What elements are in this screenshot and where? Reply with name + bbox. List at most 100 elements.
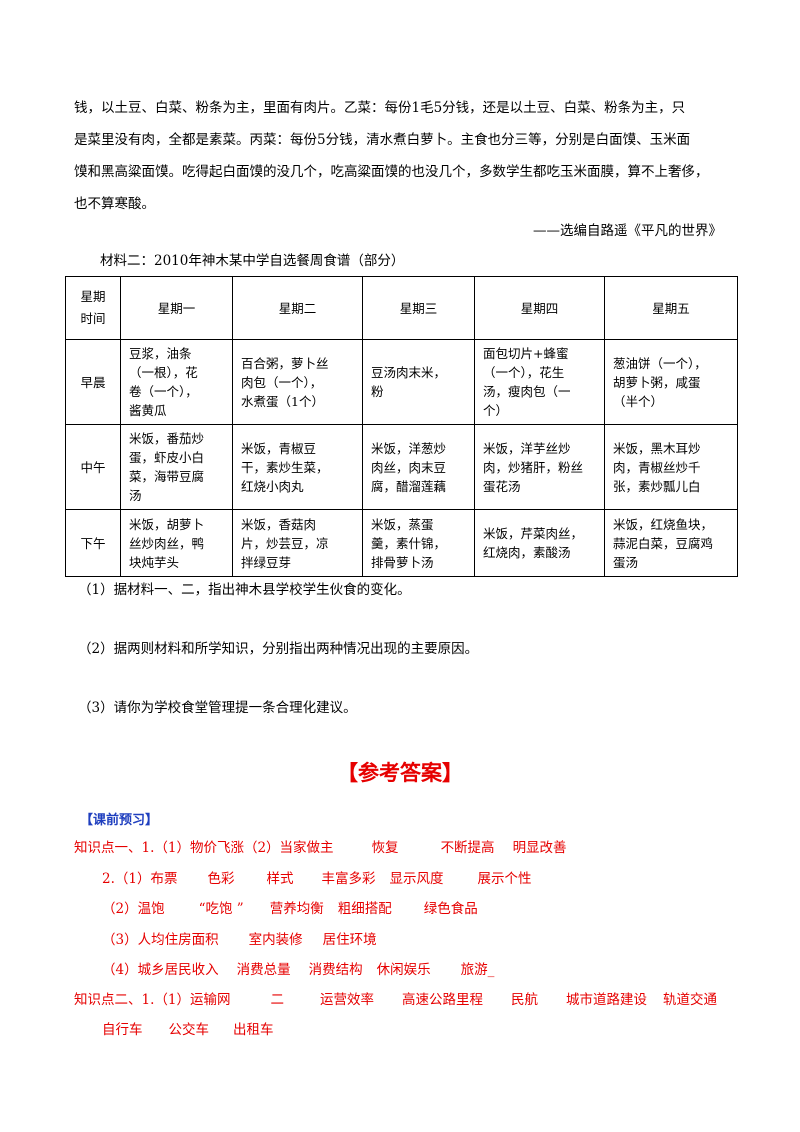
menu-line: 拌绿豆芽: [241, 554, 292, 570]
menu-line: 米饭，香菇肉: [241, 516, 317, 532]
answer-item: （3）人均住房面积: [102, 932, 219, 948]
menu-line: 粉: [371, 384, 384, 399]
menu-line: 菜，海带豆腐: [129, 469, 205, 484]
material-two-title: 材料二：2010年神木某中学自选餐周食谱（部分）: [100, 253, 405, 269]
table-row: 中午 米饭，番茄炒蛋，虾皮小白菜，海带豆腐汤 米饭，青椒豆干，素炒生菜，红烧小肉…: [65, 424, 738, 510]
answer-title: 【参考答案】: [337, 761, 463, 785]
answer-item: 自行车: [102, 1022, 143, 1038]
menu-line: 豆汤肉末米，: [371, 365, 447, 380]
menu-line: 面包切片+蜂蜜: [483, 346, 569, 361]
menu-line: 汤，瘦肉包（一: [483, 384, 571, 399]
menu-cell: 米饭，香菇肉片，炒芸豆，凉拌绿豆芽: [232, 509, 363, 577]
menu-line: 丝炒肉丝，鸭: [129, 535, 205, 551]
menu-line: 米饭，番茄炒: [129, 431, 205, 446]
menu-cell: 米饭，蒸蛋羹，素什锦， 排骨萝卜汤: [362, 509, 475, 577]
menu-cell: 豆浆，油条（一根），花卷（一个），酱黄瓜: [120, 339, 233, 425]
menu-cell: 米饭，洋葱炒肉丝，肉末豆腐，醋溜莲藕: [362, 424, 475, 510]
question-1: （1）据材料一、二，指出神木县学校学生伙食的变化。: [78, 582, 411, 598]
menu-cell: 百合粥，萝卜丝肉包（一个），水煮蛋（1个）: [232, 339, 363, 425]
menu-line: 蛋汤: [613, 554, 639, 570]
answer-item: （2）温饱: [102, 901, 165, 917]
answer-item: 显示风度: [389, 871, 444, 887]
menu-line: 排骨萝卜汤: [371, 554, 434, 570]
menu-line: 米饭，红烧鱼块，: [613, 516, 714, 532]
answer-item: 展示个性: [477, 871, 532, 887]
answer-item: 民航: [510, 992, 538, 1008]
answer-item: 知识点一、1.（1）物价飞涨（2）当家做主: [74, 840, 334, 856]
menu-line: 胡萝卜粥，咸蛋: [613, 374, 701, 390]
answer-item: （4）城乡居民收入: [102, 962, 219, 978]
answer-line: （3）人均住房面积室内装修居住环境: [102, 928, 377, 948]
day-header: 星期四: [474, 276, 605, 340]
menu-line: 百合粥，萝卜丝: [241, 355, 329, 371]
answer-item: 绿色食品: [423, 901, 478, 917]
source-citation: ——选编自路遥《平凡的世界》: [533, 223, 722, 239]
menu-line: 米饭，蒸蛋: [371, 516, 434, 532]
answer-item: 样式: [266, 871, 294, 887]
menu-line: （一个），花生: [483, 365, 565, 380]
answer-item: 色彩: [207, 871, 235, 887]
menu-line: 葱油饼（一个），: [613, 355, 707, 371]
menu-cell: 米饭，青椒豆干，素炒生菜，红烧小肉丸: [232, 424, 363, 510]
answer-item: 消费结构: [308, 962, 363, 978]
menu-line: 米饭，洋芋丝炒: [483, 440, 571, 456]
time-cell: 下午: [65, 509, 121, 577]
answer-item: 公交车: [168, 1022, 210, 1038]
answer-line: 自行车 公交车 出租车: [102, 1018, 274, 1038]
menu-cell: 米饭，芹菜肉丝，红烧肉，素酸汤: [474, 509, 605, 577]
menu-line: 张，素炒瓢儿白: [613, 478, 701, 494]
menu-line: 肉丝，肉末豆: [371, 459, 447, 475]
menu-line: 肉，青椒丝炒千: [613, 459, 701, 475]
answer-item: 恢复: [371, 840, 399, 856]
menu-line: 肉，炒猪肝，粉丝: [483, 459, 584, 475]
answer-item: 二: [270, 992, 284, 1008]
table-row: 早晨 豆浆，油条（一根），花卷（一个），酱黄瓜 百合粥，萝卜丝肉包（一个），水煮…: [65, 339, 738, 425]
menu-line: （半个）: [613, 393, 664, 409]
menu-line: 蛋，虾皮小白: [129, 450, 205, 465]
section-title: 【课前预习】: [80, 813, 159, 828]
question-2: （2）据两则材料和所学知识，分别指出两种情况出现的主要原因。: [78, 641, 479, 657]
menu-cell: 葱油饼（一个）， 胡萝卜粥，咸蛋 （半个）: [604, 339, 738, 425]
answer-line: 2.（1）布票色彩样式丰富多彩显示风度展示个性: [102, 867, 531, 887]
text-line: 钱，以土豆、白菜、粉条为主，里面有肉片。乙菜：每份1毛5分钱，还是以土豆、白菜、…: [74, 100, 686, 116]
corner-time-label: 时间: [80, 311, 106, 326]
menu-line: 块炖芋头: [129, 554, 180, 570]
time-cell: 早晨: [65, 339, 121, 425]
answer-item: 丰富多彩: [321, 871, 376, 887]
menu-line: 卷（一个），: [129, 384, 198, 399]
weekly-menu-table: 星期 时间 星期一 星期二 星期三 星期四 星期五 早晨 豆浆，油条（一根），花…: [65, 276, 738, 577]
menu-line: 米饭，黑木耳炒: [613, 440, 701, 456]
answer-item: 不断提高: [440, 840, 495, 856]
answer-item: 明显改善: [512, 840, 567, 856]
answer-item: 营养均衡: [269, 901, 324, 917]
text-line: 馍和黑高粱面馍。吃得起白面馍的没几个，吃高粱面馍的也没几个，多数学生都吃玉米面膜…: [74, 164, 709, 180]
menu-line: 羹，素什锦，: [371, 535, 447, 551]
answer-item: 休闲娱乐: [376, 962, 431, 978]
menu-cell: 米饭，番茄炒蛋，虾皮小白菜，海带豆腐汤: [120, 424, 233, 510]
day-header: 星期三: [362, 276, 475, 340]
answer-line: （2）温饱“吃饱 ”营养均衡粗细搭配绿色食品: [102, 897, 478, 917]
answer-line: 知识点一、1.（1）物价飞涨（2）当家做主 恢复 不断提高 明显改善: [74, 836, 567, 856]
menu-cell: 米饭，洋芋丝炒肉，炒猪肝，粉丝蛋花汤: [474, 424, 605, 510]
time-cell: 中午: [65, 424, 121, 510]
day-header: 星期五: [604, 276, 738, 340]
menu-cell: 米饭，红烧鱼块， 蒜泥白菜，豆腐鸡蛋汤: [604, 509, 738, 577]
text-line: 也不算寒酸。: [74, 196, 155, 212]
day-header: 星期一: [120, 276, 233, 340]
table-header-row: 星期 时间 星期一 星期二 星期三 星期四 星期五: [65, 276, 738, 340]
answer-item: 出租车: [233, 1022, 274, 1038]
answer-line: 知识点二、1.（1）运输网二运营效率高速公路里程民航城市道路建设轨道交通: [74, 988, 717, 1008]
answer-item: “吃饱 ”: [198, 901, 244, 917]
menu-line: 豆浆，油条: [129, 346, 192, 361]
answer-line: （4）城乡居民收入消费总量消费结构休闲娱乐旅游_: [102, 958, 494, 978]
material-one-text: 钱，以土豆、白菜、粉条为主，里面有肉片。乙菜：每份1毛5分钱，还是以土豆、白菜、…: [74, 92, 734, 220]
answer-item: 运营效率: [319, 992, 374, 1008]
corner-header: 星期 时间: [65, 276, 121, 340]
menu-line: 蒜泥白菜，豆腐鸡: [613, 535, 714, 551]
answer-item: 室内装修: [248, 932, 303, 948]
menu-line: 水煮蛋（1个）: [241, 393, 324, 409]
menu-line: 红烧肉，素酸汤: [483, 545, 571, 560]
menu-cell: 豆汤肉末米， 粉: [362, 339, 475, 425]
menu-line: 干，素炒生菜，: [241, 459, 329, 475]
menu-line: 红烧小肉丸: [241, 478, 304, 494]
